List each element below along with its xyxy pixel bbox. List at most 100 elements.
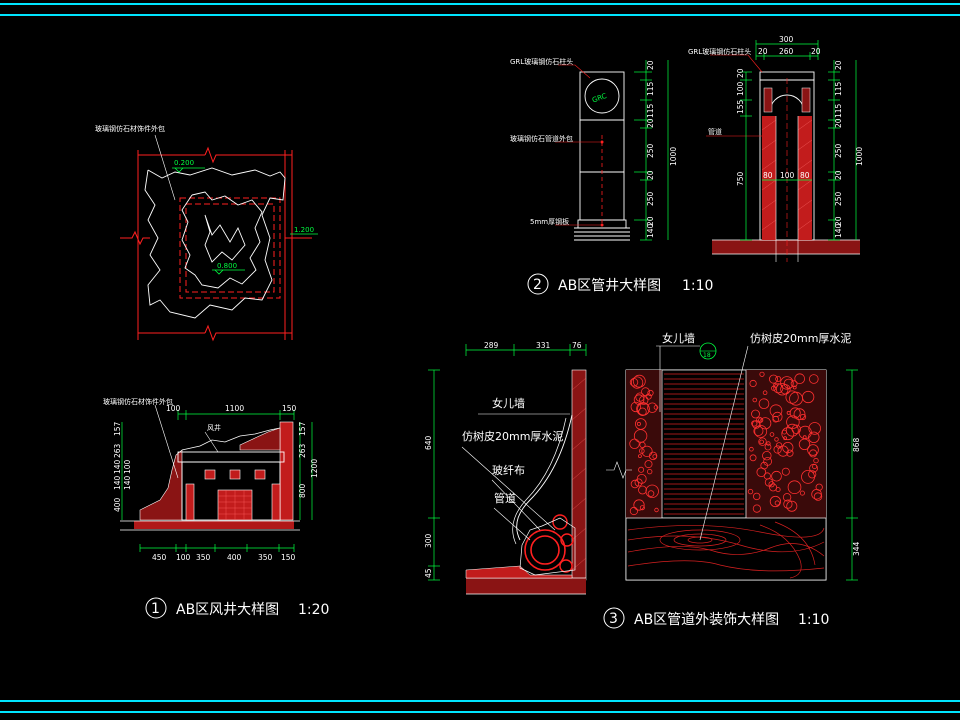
pipe-front-dim-6: 250	[646, 191, 655, 206]
detail-parapet-pipe-section: 女儿墙 仿树皮20mm厚水泥 玻纤布 管道 289 331 76 640 300…	[424, 341, 587, 595]
pipe-section-dim-inner-2: 80	[800, 171, 810, 180]
detail3b-dim-right-1: 344	[852, 541, 861, 556]
title-2-number: 2	[533, 277, 542, 293]
detail3a-dim-left-1: 300	[424, 533, 433, 548]
pipe-front-note-top: GRL玻璃钢仿石柱头	[510, 57, 573, 66]
pipe-front-dim-4: 250	[646, 143, 655, 158]
pipe-section-dim-left-1: 100	[736, 81, 745, 96]
elev1-dim-bottom-0: 450	[152, 553, 167, 562]
pipe-section-dim-left-0: 20	[736, 68, 745, 78]
elev1-dim-top-0: 100	[166, 404, 181, 413]
detail3a-label-pipe: 管道	[494, 491, 516, 505]
pipe-section-dim-right-9: 1000	[855, 147, 864, 166]
title-1-number: 1	[151, 601, 160, 617]
plan1-elev-right: 1.200	[294, 226, 314, 234]
title-1-text: AB区风井大样图	[176, 602, 279, 618]
plan1-elev-top: 0.200	[174, 159, 194, 167]
pipe-front-dim-8: 140	[646, 223, 655, 238]
detail3b-label-wall: 女儿墙	[662, 331, 695, 345]
pipe-section-dim-right-0: 20	[834, 60, 843, 70]
elev1-dim-left-1: 263	[113, 443, 122, 458]
pipe-section-dim-top-2: 260	[779, 47, 794, 56]
title-2-text: AB区管井大样图	[558, 278, 661, 294]
pipe-front-dim-2: 115	[646, 103, 655, 118]
title-1-scale: 1:20	[298, 602, 329, 618]
pipe-shaft-front: GRC GRL玻璃钢仿石柱头 玻璃钢仿石管道外包 5mm厚钢板 20 115 1…	[510, 57, 678, 241]
pipe-section-dim-right-7: 20	[834, 216, 843, 226]
plan-vent-shaft: 玻璃钢仿石材饰件外包 0.200 0.800 1.200	[95, 124, 318, 342]
title-3-text: AB区管道外装饰大样图	[634, 612, 779, 628]
detail3a-dim-left-2: 45	[424, 568, 433, 578]
title-3: 3 AB区管道外装饰大样图 1:10	[603, 607, 829, 629]
detail3a-dim-top-0: 289	[484, 341, 499, 350]
pipe-section-dim-right-3: 20	[834, 118, 843, 128]
title-1: 1 AB区风井大样图 1:20	[145, 597, 329, 619]
title-2: 2 AB区管井大样图 1:10	[527, 273, 713, 295]
pipe-section-dim-right-4: 250	[834, 143, 843, 158]
elev1-dim-left-2: 140	[113, 459, 122, 474]
pipe-cover-hatch	[664, 373, 744, 515]
elev1-dim-bottom-3: 400	[227, 553, 242, 562]
drawing-frame	[0, 3, 960, 713]
pipe-front-dim-0: 20	[646, 60, 655, 70]
elev1-dim-bottom-5: 150	[281, 553, 296, 562]
detail3a-label-fiber: 玻纤布	[492, 464, 525, 477]
detail3a-label-wall: 女儿墙	[492, 396, 525, 410]
elev1-dim-top-1: 1100	[225, 404, 244, 413]
elev1-dim-left-3: 100	[123, 459, 132, 474]
elev1-note: 玻璃钢仿石材饰件外包	[103, 397, 173, 406]
elev1-dim-right-2: 800	[298, 483, 307, 498]
detail3b-label-bark: 仿树皮20mm厚水泥	[750, 331, 851, 345]
detail3a-dim-top-1: 331	[536, 341, 551, 350]
detail-parapet-pipe-elevation: 女儿墙 18 仿树皮20mm厚水泥 868 344	[606, 331, 861, 581]
pipe-front-dim-7: 20	[646, 216, 655, 226]
pipe-front-dim-3: 20	[646, 118, 655, 128]
detail3a-dim-top-2: 76	[572, 341, 582, 350]
pipe-section-dim-top-0: 300	[779, 35, 794, 44]
elev1-dim-right-3: 1200	[310, 459, 319, 478]
pipe-section-dim-right-8: 140	[834, 223, 843, 238]
pipe-front-note-bot: 5mm厚钢板	[530, 217, 569, 226]
title-3-number: 3	[609, 611, 618, 627]
elev1-dim-top-2: 150	[282, 404, 297, 413]
elev1-dim-left-0: 157	[113, 421, 122, 436]
title-2-scale: 1:10	[682, 278, 713, 294]
pipe-section-dim-left-2: 155	[736, 99, 745, 114]
pipe-front-dim-9: 1000	[669, 147, 678, 166]
pipe-front-note-mid: 玻璃钢仿石管道外包	[510, 134, 573, 143]
pipe-section-dim-right-1: 115	[834, 81, 843, 96]
pipe-shaft-section: GRL玻璃钢仿石柱头 管道 300 20 260 20 20 100 155	[688, 35, 864, 262]
pipe-front-dim-5: 20	[646, 170, 655, 180]
plan1-note: 玻璃钢仿石材饰件外包	[95, 124, 165, 133]
pipe-section-dim-inner-1: 100	[780, 171, 795, 180]
pipe-section-dim-right-2: 115	[834, 103, 843, 118]
pipe-section-dim-right-6: 250	[834, 191, 843, 206]
pipe-section-dim-top-3: 20	[811, 47, 821, 56]
elev1-dim-left-5: 140	[123, 475, 132, 490]
elev1-dim-right-1: 263	[298, 443, 307, 458]
detail3b-dim-right-0: 868	[852, 437, 861, 452]
elev1-dim-bottom-1: 100	[176, 553, 191, 562]
title-3-scale: 1:10	[798, 612, 829, 628]
detail3a-dim-left-0: 640	[424, 435, 433, 450]
pipe-section-dim-top-1: 20	[758, 47, 768, 56]
pipe-section-dim-inner-0: 80	[763, 171, 773, 180]
plan1-elev-mid: 0.800	[217, 262, 237, 270]
elev1-dim-left-6: 400	[113, 497, 122, 512]
detail3a-label-bark: 仿树皮20mm厚水泥	[462, 429, 563, 443]
elev1-dim-left-4: 140	[113, 475, 122, 490]
pipe-front-circle-label: GRC	[591, 92, 608, 105]
pipe-section-dim-left-3: 750	[736, 171, 745, 186]
elev1-label-fengjing: 风井	[207, 423, 221, 432]
pipe-section-note-top: GRL玻璃钢仿石柱头	[688, 47, 751, 56]
pipe-section-note-mid: 管道	[708, 127, 722, 136]
elev1-dim-bottom-2: 350	[196, 553, 211, 562]
pipe-section-dim-right-5: 20	[834, 170, 843, 180]
elev1-dim-bottom-4: 350	[258, 553, 273, 562]
masonry-pattern	[629, 371, 823, 516]
pipe-front-dim-1: 115	[646, 81, 655, 96]
detail3b-circle-label: 18	[703, 352, 711, 359]
elevation-vent-shaft: 玻璃钢仿石材饰件外包 风井 100 1100 150 450 100 350 4…	[103, 397, 319, 562]
elev1-dim-right-0: 157	[298, 421, 307, 436]
